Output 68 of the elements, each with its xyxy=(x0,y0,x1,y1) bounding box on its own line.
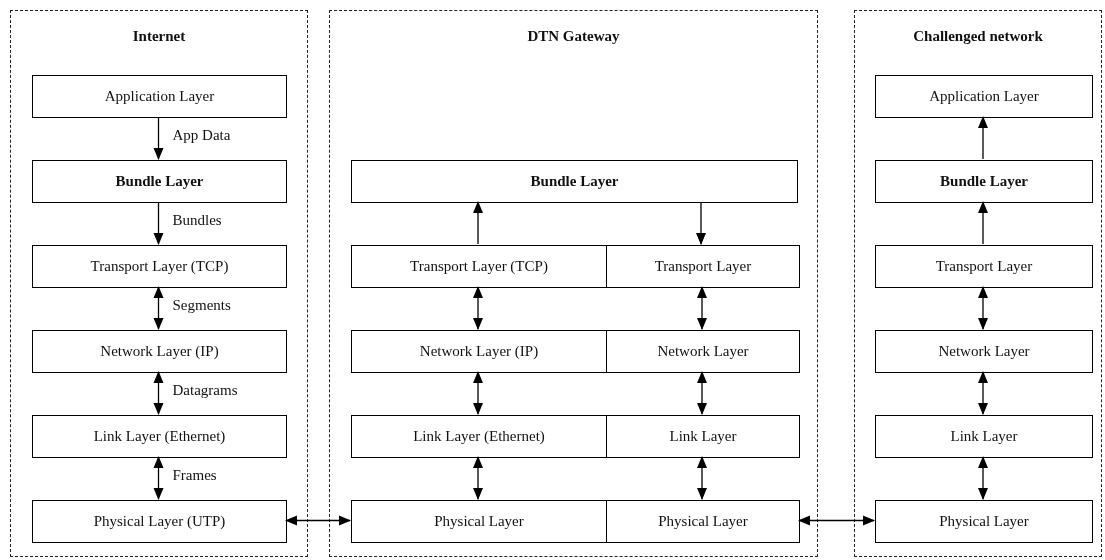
layer-label: Bundle Layer xyxy=(115,172,204,192)
layer-box xyxy=(351,500,607,543)
group-frame xyxy=(10,10,308,557)
arrow xyxy=(153,456,164,500)
layer-box xyxy=(875,245,1093,288)
arrow xyxy=(153,116,164,160)
layer-label: Application Layer xyxy=(104,87,215,107)
layer-box xyxy=(351,330,607,373)
arrow xyxy=(473,456,483,500)
layer-label: Bundle Layer xyxy=(530,172,619,192)
arrow xyxy=(798,515,875,526)
arrow xyxy=(473,286,483,330)
arrow xyxy=(153,371,164,415)
layer-label: Transport Layer xyxy=(654,257,752,277)
layer-box xyxy=(875,415,1093,458)
layer-box xyxy=(875,500,1093,543)
group-frame xyxy=(329,10,818,557)
layer-label: Link Layer (Ethernet) xyxy=(413,427,545,447)
arrow xyxy=(697,456,707,500)
layer-box xyxy=(32,415,287,458)
layer-label: Bundle Layer xyxy=(940,172,1028,192)
layer-label: Physical Layer xyxy=(434,512,524,532)
arrow xyxy=(153,286,164,330)
group-title: DTN Gateway xyxy=(526,27,621,46)
layer-label: Transport Layer (TCP) xyxy=(90,257,229,277)
layer-label: Network Layer (IP) xyxy=(100,342,219,362)
arrow xyxy=(153,201,164,245)
arrow xyxy=(285,515,351,526)
arrow xyxy=(978,456,988,500)
arrow xyxy=(473,371,483,415)
arrow xyxy=(978,116,988,160)
layer-box xyxy=(351,245,607,288)
layer-label: Application Layer xyxy=(929,87,1039,107)
layer-box xyxy=(875,160,1093,203)
layer-box xyxy=(606,245,800,288)
layer-box xyxy=(606,330,800,373)
group-title: Internet xyxy=(131,27,187,46)
arrow xyxy=(978,371,988,415)
layer-label: Network Layer xyxy=(938,342,1030,362)
layer-box xyxy=(606,415,800,458)
arrow xyxy=(697,371,707,415)
layer-box xyxy=(606,500,800,543)
layer-box xyxy=(32,500,287,543)
layer-box xyxy=(351,415,607,458)
layer-box xyxy=(32,245,287,288)
arrow xyxy=(978,201,988,245)
layer-box xyxy=(875,330,1093,373)
layer-label: Physical Layer (UTP) xyxy=(93,512,226,532)
layer-label: Link Layer xyxy=(669,427,737,447)
layer-label: Physical Layer xyxy=(939,512,1029,532)
layer-label: Transport Layer (TCP) xyxy=(410,257,548,277)
layer-label: Network Layer xyxy=(657,342,749,362)
layer-label: Transport Layer xyxy=(935,257,1033,277)
layer-box xyxy=(351,160,798,203)
layer-box xyxy=(32,330,287,373)
group-title: Challenged network xyxy=(912,27,1044,46)
layer-label: Link Layer (Ethernet) xyxy=(93,427,226,447)
layer-label: Link Layer xyxy=(950,427,1018,447)
group-frame xyxy=(854,10,1102,557)
arrow xyxy=(696,201,706,245)
arrow xyxy=(473,201,483,245)
arrow xyxy=(697,286,707,330)
layer-box xyxy=(875,75,1093,118)
arrow xyxy=(978,286,988,330)
layer-label: Physical Layer xyxy=(658,512,748,532)
layer-box xyxy=(32,75,287,118)
layer-label: Network Layer (IP) xyxy=(419,342,539,362)
layer-box xyxy=(32,160,287,203)
